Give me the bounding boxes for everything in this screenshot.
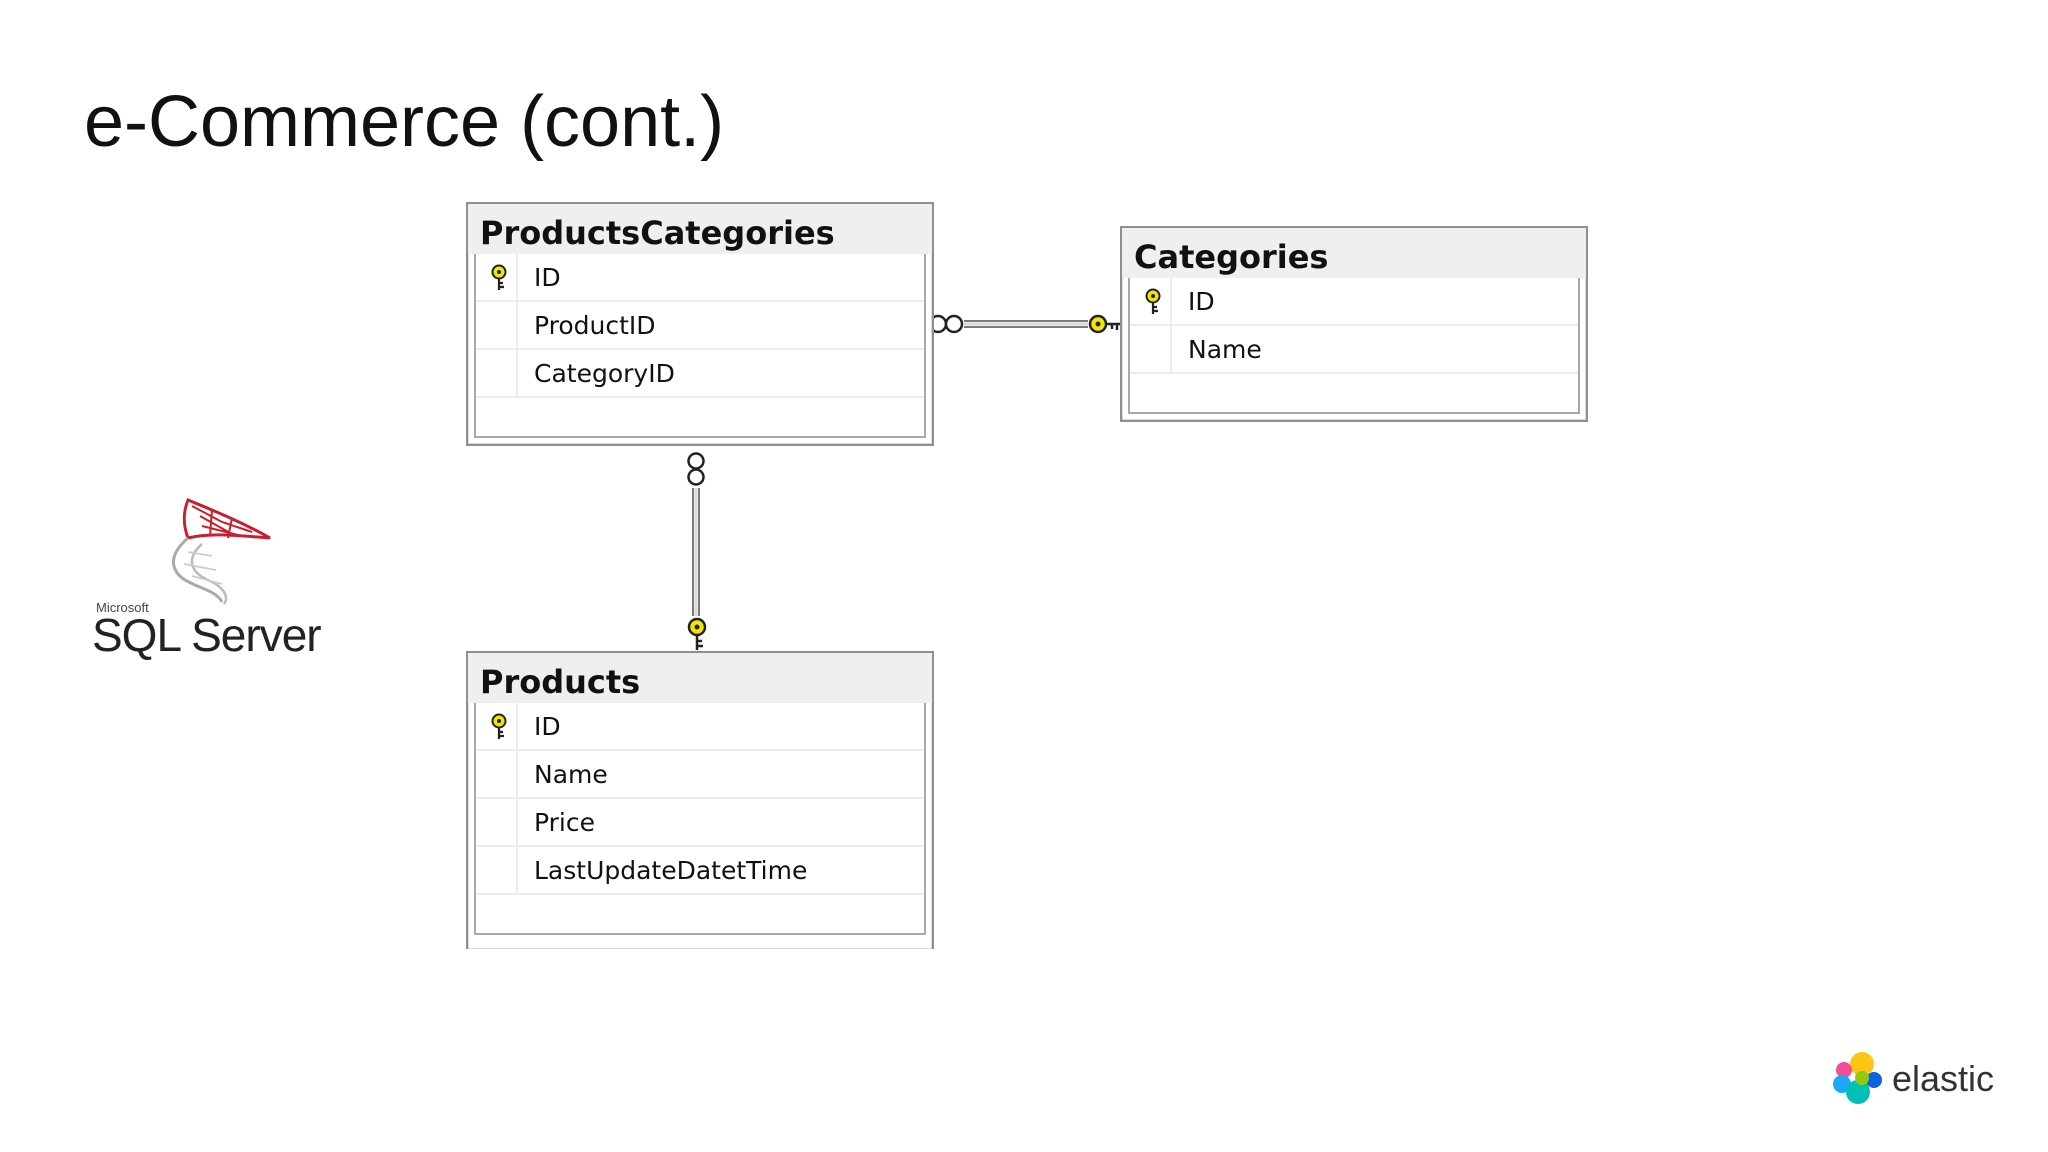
row-gutter: [476, 254, 518, 300]
primary-key-icon: [491, 713, 507, 739]
column-name: LastUpdateDatetTime: [534, 856, 808, 885]
row-gutter: [476, 799, 518, 845]
row-gutter: [476, 350, 518, 396]
table-footer: [476, 895, 924, 933]
row-gutter: [476, 703, 518, 749]
row-gutter: [476, 847, 518, 893]
many-end-icon: [687, 452, 705, 486]
column-row[interactable]: ID: [1130, 278, 1578, 326]
sql-server-label: SQL Server: [92, 609, 322, 661]
sql-server-swirl-icon: [172, 498, 271, 605]
one-end-key-icon: [1088, 314, 1120, 334]
relationship-productscategories-products: [687, 452, 707, 650]
table-categories[interactable]: Categories ID Name: [1120, 226, 1588, 422]
row-gutter: [1130, 278, 1172, 324]
table-title: Products: [468, 653, 932, 703]
one-end-key-icon: [687, 617, 707, 650]
column-row[interactable]: Name: [1130, 326, 1578, 374]
column-name: ID: [534, 263, 561, 292]
table-columns: ID Name Price LastUpdateDatetTime: [474, 703, 926, 935]
table-columns: ID ProductID CategoryID: [474, 254, 926, 438]
relationship-productscategories-categories: [928, 314, 1120, 334]
table-products[interactable]: Products ID Name Price Last: [466, 651, 934, 949]
elastic-label: elastic: [1892, 1058, 1995, 1099]
row-gutter: [476, 302, 518, 348]
column-row[interactable]: ID: [476, 254, 924, 302]
column-name: ProductID: [534, 311, 656, 340]
column-row[interactable]: ID: [476, 703, 924, 751]
elastic-cluster-icon: [1833, 1052, 1882, 1104]
table-productscategories[interactable]: ProductsCategories ID ProductID Category…: [466, 202, 934, 446]
slide-title: e-Commerce (cont.): [84, 82, 725, 162]
table-footer: [476, 398, 924, 436]
column-name: ID: [1188, 287, 1215, 316]
primary-key-icon: [491, 264, 507, 290]
microsoft-label: Microsoft: [96, 600, 149, 615]
column-row[interactable]: CategoryID: [476, 350, 924, 398]
table-columns: ID Name: [1128, 278, 1580, 414]
column-name: Name: [534, 760, 608, 789]
table-title: ProductsCategories: [468, 204, 932, 254]
elastic-logo: elastic: [1832, 1048, 2012, 1108]
column-name: Price: [534, 808, 595, 837]
column-row[interactable]: Price: [476, 799, 924, 847]
column-name: Name: [1188, 335, 1262, 364]
column-row[interactable]: ProductID: [476, 302, 924, 350]
column-row[interactable]: Name: [476, 751, 924, 799]
row-gutter: [476, 751, 518, 797]
many-end-icon: [928, 314, 964, 334]
column-name: ID: [534, 712, 561, 741]
column-name: CategoryID: [534, 359, 675, 388]
column-row[interactable]: LastUpdateDatetTime: [476, 847, 924, 895]
table-footer: [1130, 374, 1578, 412]
row-gutter: [1130, 326, 1172, 372]
table-title: Categories: [1122, 228, 1586, 278]
primary-key-icon: [1145, 288, 1161, 314]
sql-server-logo: Microsoft SQL Server: [92, 492, 322, 662]
